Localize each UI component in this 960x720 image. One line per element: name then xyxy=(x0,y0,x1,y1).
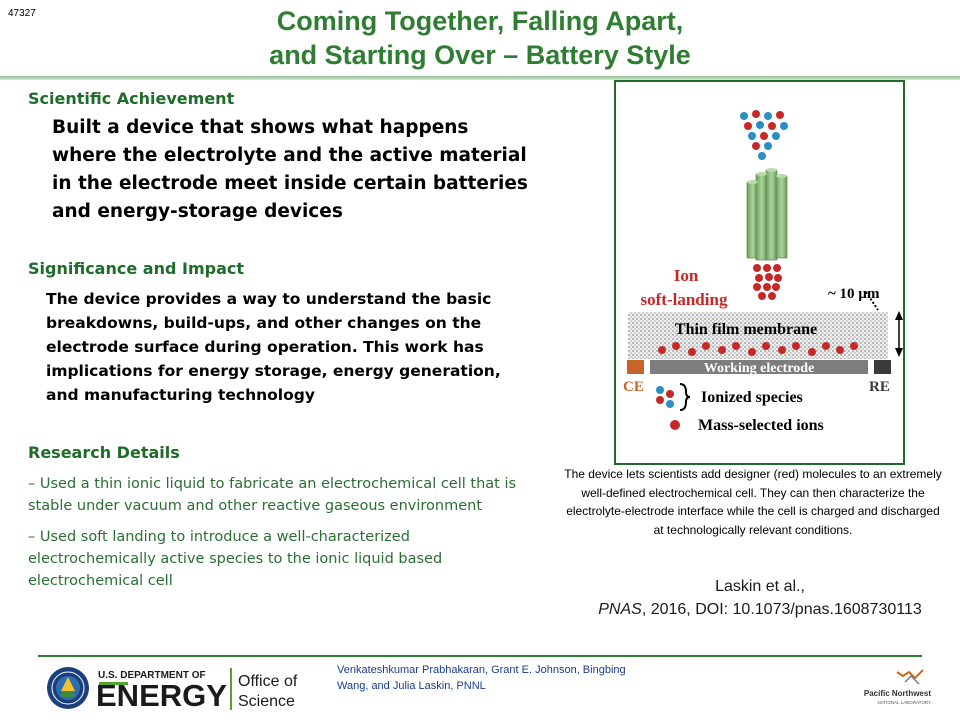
legend-mass-marker xyxy=(670,420,680,430)
pnnl-sub: NATIONAL LABORATORY xyxy=(877,700,931,705)
authors: Venkateshkumar Prabhakaran, Grant E. Joh… xyxy=(337,664,626,692)
ion-label-2: soft-landing xyxy=(641,290,728,309)
title-divider xyxy=(0,76,960,80)
legend-ionized: Ionized species xyxy=(701,389,803,406)
pnnl-name: Pacific Northwest xyxy=(864,689,931,698)
landed-ions xyxy=(658,342,858,356)
office-line1: Office of xyxy=(238,673,298,690)
thickness-label: ~ 10 µm xyxy=(828,286,880,302)
citation-doi: , 2016, DOI: 10.1073/pnas.1608730113 xyxy=(641,601,922,618)
working-electrode xyxy=(650,360,868,374)
soft-landing-diagram: Ion soft-landing ~ 10 µm Thin film membr… xyxy=(623,110,903,434)
impact-text: The device provides a way to understand … xyxy=(46,290,501,404)
title-line-2: and Starting Over – Battery Style xyxy=(269,40,691,70)
membrane-label: Thin film membrane xyxy=(675,321,817,338)
citation-journal: PNAS xyxy=(598,601,642,618)
details-heading: Research Details xyxy=(28,443,180,462)
ce-label: CE xyxy=(623,379,644,395)
figure-panel: Ion soft-landing ~ 10 µm Thin film membr… xyxy=(614,80,905,465)
reference-electrode xyxy=(874,360,891,374)
re-label: RE xyxy=(869,379,890,395)
citation-authors: Laskin et al., xyxy=(715,578,805,595)
legend-mass: Mass-selected ions xyxy=(698,417,824,434)
citation-reference: PNAS, 2016, DOI: 10.1073/pnas.1608730113 xyxy=(560,598,960,621)
ion-guide-rods xyxy=(746,168,788,261)
title-line-1: Coming Together, Falling Apart, xyxy=(276,6,684,36)
achievement-heading: Scientific Achievement xyxy=(28,89,235,108)
detail-item: – Used a thin ionic liquid to fabricate … xyxy=(28,476,517,514)
electrode-label: Working electrode xyxy=(704,361,815,376)
selected-ions xyxy=(753,264,782,300)
achievement-text: Built a device that shows what happens w… xyxy=(52,117,528,222)
figure-caption: The device lets scientists add designer … xyxy=(564,467,942,537)
detail-item: – Used soft landing to introduce a well-… xyxy=(28,529,443,589)
ion-label-1: Ion xyxy=(674,266,699,285)
footer-divider xyxy=(38,655,922,657)
slide-id: 47327 xyxy=(8,8,36,19)
legend-ionized-marker xyxy=(656,383,691,411)
membrane xyxy=(628,312,888,359)
doe-line1: U.S. DEPARTMENT OF xyxy=(98,670,206,681)
office-line2: Science xyxy=(238,693,295,710)
page-title: Coming Together, Falling Apart, and Star… xyxy=(150,4,810,72)
counter-electrode xyxy=(627,360,644,374)
citation: Laskin et al., PNAS, 2016, DOI: 10.1073/… xyxy=(560,575,960,621)
pnnl-logo: Pacific Northwest NATIONAL LABORATORY xyxy=(845,668,935,713)
impact-heading: Significance and Impact xyxy=(28,259,244,278)
ion-cluster xyxy=(740,110,788,160)
doe-logo: U.S. DEPARTMENT OF ENERGY Office of Scie… xyxy=(46,664,311,719)
